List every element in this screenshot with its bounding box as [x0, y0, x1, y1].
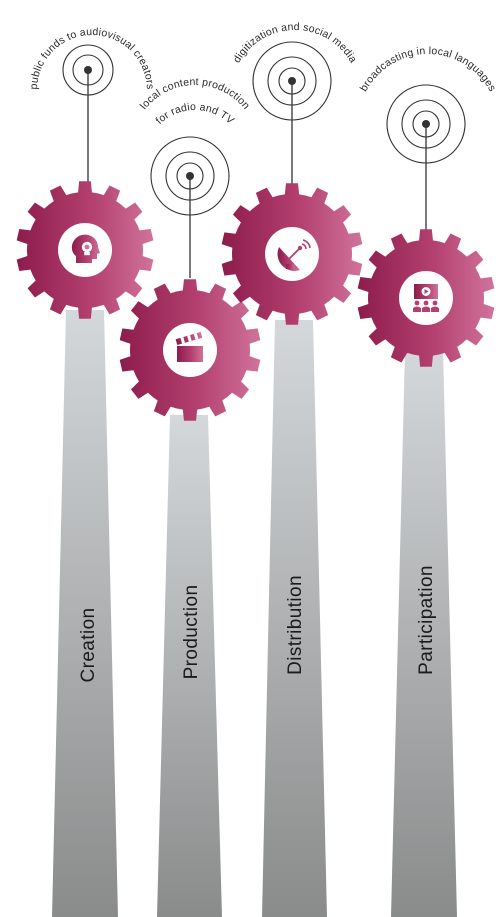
target-label-production-line2: for radio and TV — [153, 101, 236, 127]
pillar-label-participation: Participation — [416, 565, 437, 675]
pillar-label-production: Production — [181, 585, 202, 680]
targets-layer — [62, 41, 466, 278]
pillars-layer — [52, 310, 457, 917]
pillar-participation — [391, 350, 457, 917]
pillar-labels: Creation Production Distribution Partici… — [78, 565, 437, 682]
pillar-production — [157, 415, 222, 917]
target-label-distribution: digitization and social media — [231, 21, 359, 65]
target-production — [150, 136, 230, 278]
satellite-dish-icon — [277, 239, 311, 271]
pillar-label-creation: Creation — [78, 607, 99, 682]
target-creation — [62, 44, 114, 192]
pillar-creation — [52, 310, 118, 917]
pillar-label-distribution: Distribution — [285, 575, 306, 675]
target-label-creation: public funds to audiovisual creators — [28, 26, 156, 90]
gear-distribution-hub — [265, 227, 319, 281]
icons-layer — [71, 234, 439, 362]
idea-head-icon — [71, 234, 100, 263]
target-distribution — [252, 41, 332, 186]
clapperboard-icon — [175, 332, 203, 362]
target-participation — [386, 84, 466, 232]
audience-screen-icon — [413, 284, 439, 312]
target-label-participation: broadcasting in local languages — [358, 45, 499, 94]
pillar-distribution — [262, 320, 327, 917]
